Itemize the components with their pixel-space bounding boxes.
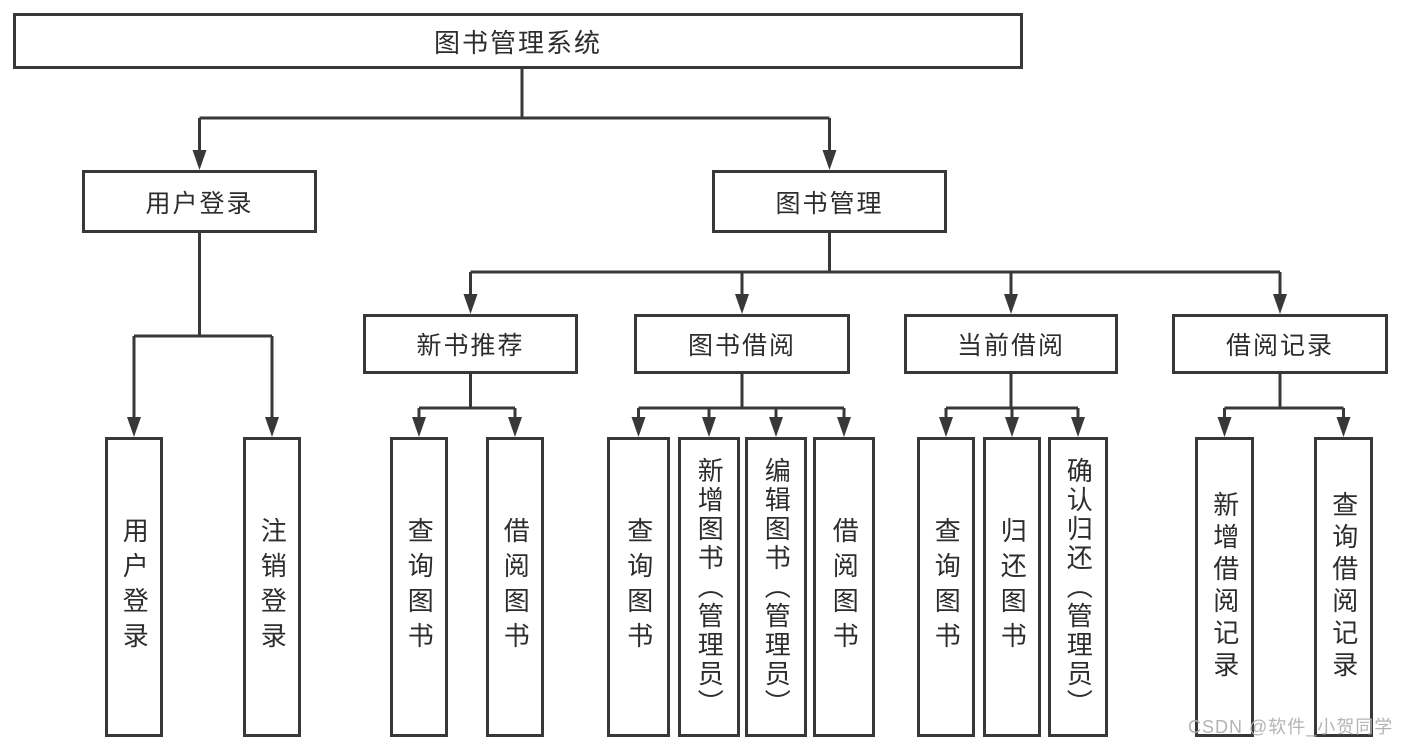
csdn-watermark: CSDN @软件_小贺同学 — [1188, 717, 1394, 737]
node-leaf-borrow-books-2: 借阅图书 — [813, 437, 875, 737]
node-label: 图书管理 — [775, 189, 884, 218]
node-label: 查询图书 — [931, 517, 962, 657]
node-label: 查询借阅记录 — [1328, 491, 1359, 683]
arrow-down-icon — [822, 150, 837, 170]
node-label: 确认归还（管理员） — [1063, 456, 1094, 718]
node-label: 借阅记录 — [1225, 332, 1334, 360]
node-current-borrowing: 当前借阅 — [904, 314, 1118, 374]
arrow-down-icon — [1004, 294, 1018, 314]
arrow-down-icon — [769, 417, 783, 437]
node-label: 当前借阅 — [956, 332, 1065, 360]
arrow-down-icon — [1217, 417, 1232, 437]
arrow-down-icon — [1273, 294, 1287, 314]
arrow-down-icon — [412, 417, 426, 437]
tree-edges — [132, 69, 1345, 425]
node-user-login: 用户登录 — [82, 170, 317, 233]
node-label: 编辑图书（管理员） — [761, 456, 792, 718]
arrow-down-icon — [508, 417, 522, 437]
arrow-down-icon — [631, 417, 646, 437]
arrow-down-icon — [702, 417, 716, 437]
node-new-book-recommend: 新书推荐 — [363, 314, 578, 374]
node-label: 借阅图书 — [829, 517, 860, 657]
node-leaf-borrow-books-1: 借阅图书 — [486, 437, 544, 737]
arrow-down-icon — [1005, 417, 1019, 437]
node-label: 查询图书 — [404, 517, 435, 657]
node-label: 新增图书（管理员） — [694, 456, 725, 718]
arrow-down-icon — [735, 294, 749, 314]
arrowheads — [127, 150, 1351, 437]
node-leaf-query-books-1: 查询图书 — [390, 437, 448, 737]
node-book-borrowing: 图书借阅 — [634, 314, 850, 374]
arrow-down-icon — [265, 417, 279, 437]
arrow-down-icon — [463, 294, 478, 314]
arrow-down-icon — [1071, 417, 1085, 437]
node-book-management: 图书管理 — [712, 170, 947, 233]
node-leaf-add-books-admin: 新增图书（管理员） — [678, 437, 740, 737]
node-borrowing-records: 借阅记录 — [1172, 314, 1388, 374]
arrow-down-icon — [1336, 417, 1351, 437]
node-leaf-edit-books-admin: 编辑图书（管理员） — [745, 437, 807, 737]
node-label: 图书借阅 — [687, 332, 796, 360]
arrow-down-icon — [127, 417, 141, 437]
node-leaf-user-login: 用户登录 — [105, 437, 163, 737]
node-label: 图书管理系统 — [433, 27, 602, 58]
node-leaf-query-books-2: 查询图书 — [607, 437, 670, 737]
arrow-down-icon — [939, 417, 953, 437]
node-leaf-query-borrow-record: 查询借阅记录 — [1314, 437, 1373, 737]
node-leaf-logout: 注销登录 — [243, 437, 301, 737]
arrow-down-icon — [837, 417, 851, 437]
node-leaf-confirm-return-admin: 确认归还（管理员） — [1048, 437, 1108, 737]
node-label: 借阅图书 — [500, 517, 531, 657]
node-leaf-query-books-3: 查询图书 — [917, 437, 975, 737]
node-label: 查询图书 — [623, 517, 654, 657]
node-label: 新书推荐 — [416, 332, 525, 360]
node-label: 新增借阅记录 — [1209, 491, 1240, 683]
node-label: 归还图书 — [997, 517, 1028, 657]
arrow-down-icon — [192, 150, 207, 170]
node-label: 注销登录 — [257, 517, 288, 657]
node-leaf-return-books: 归还图书 — [983, 437, 1041, 737]
node-root-library-system: 图书管理系统 — [13, 13, 1023, 69]
node-label: 用户登录 — [119, 517, 150, 657]
node-leaf-add-borrow-record: 新增借阅记录 — [1195, 437, 1254, 737]
node-label: 用户登录 — [145, 189, 254, 218]
